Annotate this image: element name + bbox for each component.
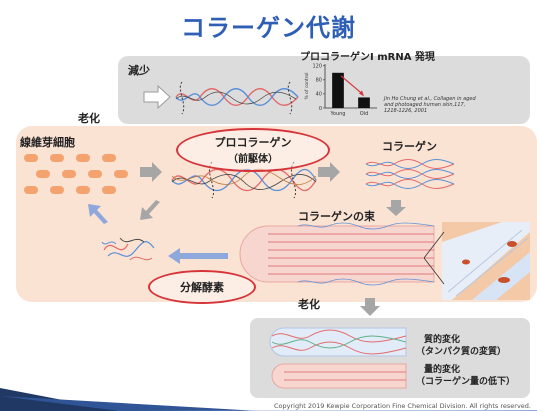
arrow-up-left-icon xyxy=(88,204,108,224)
precursor-label: （前駆体） xyxy=(228,154,278,165)
collagen-label: コラーゲン xyxy=(382,140,437,153)
enzyme-callout: 分解酵素 xyxy=(148,270,256,304)
enzyme-label: 分解酵素 xyxy=(180,281,224,294)
aged-fiber-illustration xyxy=(269,327,407,389)
procollagen-decrease-illustration xyxy=(143,81,299,115)
tissue-micrograph xyxy=(442,222,530,300)
procollagen-callout: プロコラーゲン （前駆体） xyxy=(176,128,330,172)
chart-y-tick-label: 0 xyxy=(319,106,322,112)
collagen-bundle-label: コラーゲンの束 xyxy=(298,210,375,223)
citation-line: and photoaged human skin,117, xyxy=(384,102,466,108)
arrow-down-left-icon xyxy=(140,200,160,220)
collagen-fiber-illustration xyxy=(365,159,455,189)
chart-y-tick-label: 40 xyxy=(316,92,322,98)
quantitative-change-label: 量的変化 xyxy=(424,365,461,375)
chart-category-label: Young xyxy=(330,111,346,117)
citation-line: 1218-1226, 2001 xyxy=(384,108,428,114)
qualitative-change-sub: （タンパク質の変質） xyxy=(416,347,507,357)
chart-y-tick-label: 80 xyxy=(316,78,322,84)
zoom-connector xyxy=(424,231,445,285)
citation-line: Jin Ho Chung et al., Collagen in aged xyxy=(384,96,476,102)
procollagen-label: プロコラーゲン xyxy=(214,136,292,149)
chart-trend-arrowhead xyxy=(359,90,364,97)
arrow-left-icon xyxy=(168,248,228,264)
fibroblast-label: 線維芽細胞 xyxy=(20,136,75,149)
chart-trend-arrow xyxy=(340,75,364,95)
chart-y-axis-label: % of control xyxy=(304,72,310,99)
copyright-text: Copyright 2019 Kewpie Corporation Fine C… xyxy=(274,402,531,410)
degraded-collagen-fragments xyxy=(101,237,155,261)
mrna-chart-title: プロコラーゲンI mRNA 発現 xyxy=(300,52,435,63)
arrow-right-icon xyxy=(318,162,340,182)
arrow-down-icon xyxy=(386,200,406,216)
chart-bar xyxy=(332,72,344,108)
qualitative-change-label: 質的変化 xyxy=(424,335,461,345)
arrow-right-icon xyxy=(140,162,162,182)
chart-bar xyxy=(358,97,370,108)
fibroblast-cells xyxy=(24,154,128,194)
quantitative-change-sub: （コラーゲン量の低下） xyxy=(416,377,516,387)
chart-category-label: Old xyxy=(360,111,369,117)
aging-label-bottom: 老化 xyxy=(298,298,320,311)
arrow-down-icon xyxy=(360,298,380,316)
mrna-panel xyxy=(118,56,530,124)
slide-title: コラーゲン代謝 xyxy=(181,14,356,42)
decrease-label: 減少 xyxy=(128,64,150,77)
citation: Jin Ho Chung et al., Collagen in aged an… xyxy=(384,96,524,114)
chart-y-tick-label: 120 xyxy=(312,64,322,70)
aging-label-top: 老化 xyxy=(78,112,100,125)
collagen-bundle-illustration xyxy=(239,222,435,286)
